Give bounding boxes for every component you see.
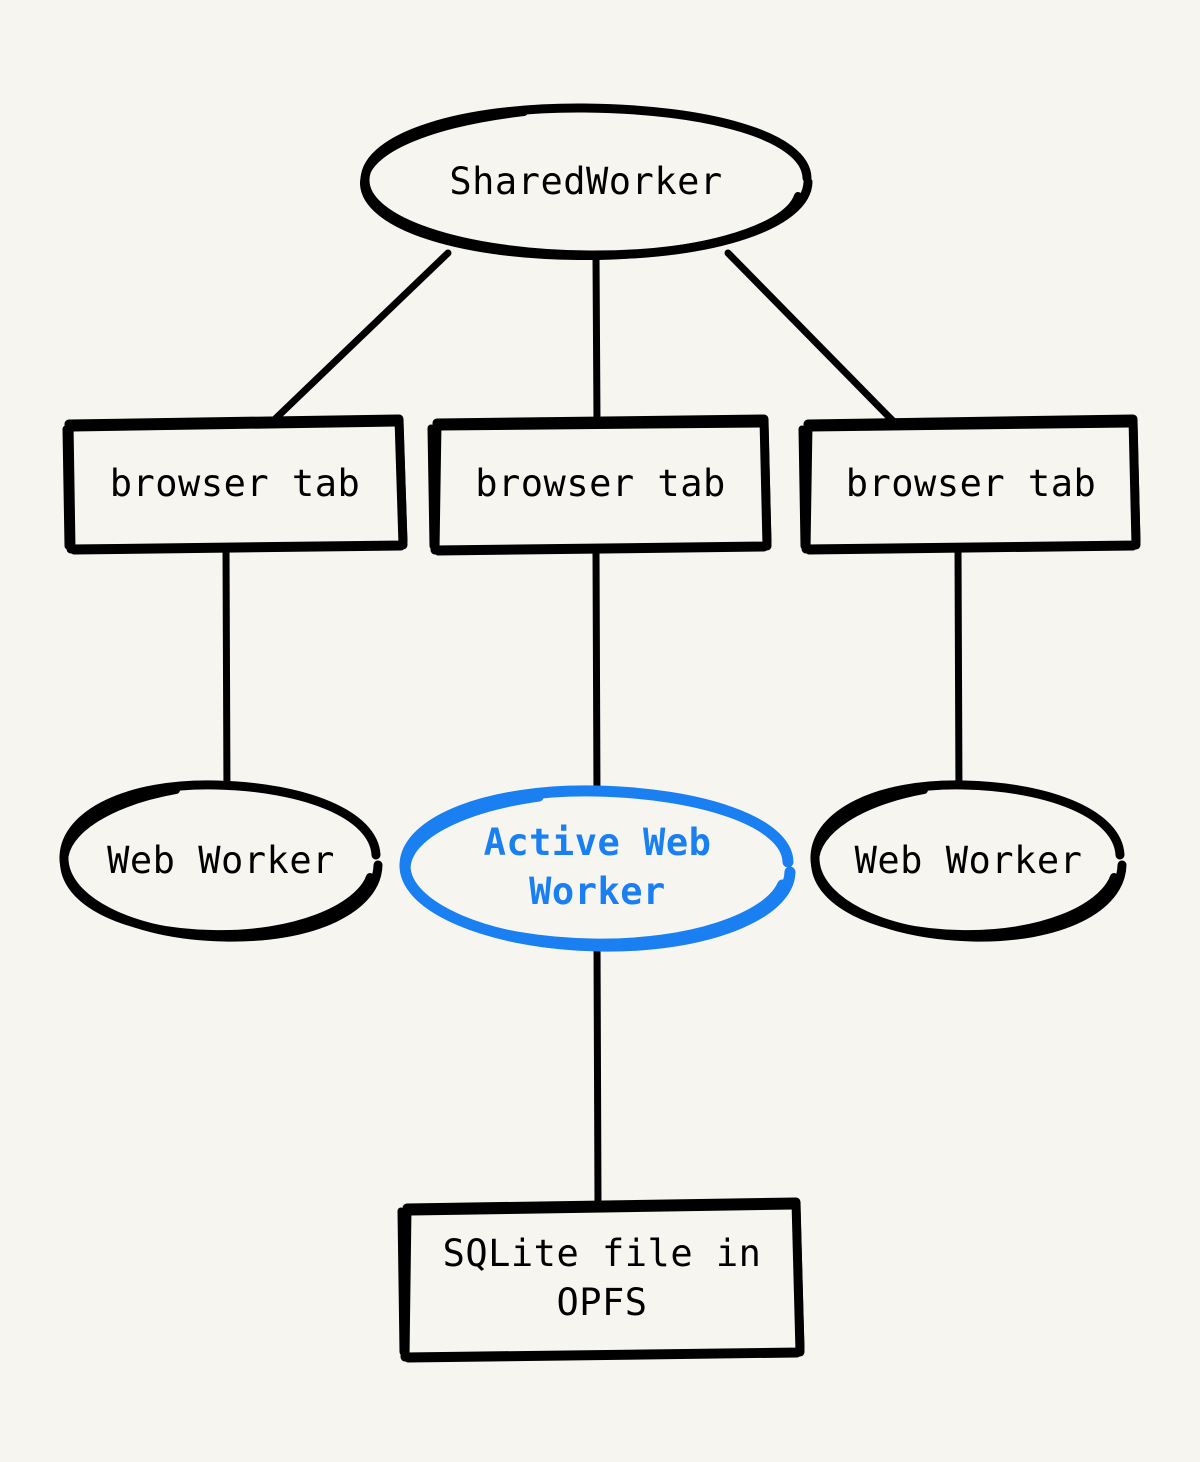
node-shape-browser-tab-left[interactable] <box>62 414 408 555</box>
node-shape-browser-tab-right[interactable] <box>798 414 1141 555</box>
edge-browser-tab-center-to-active-web-worker <box>592 548 601 804</box>
edge-sharedworker-to-browser-tab-center <box>592 253 601 426</box>
edge-group <box>222 249 963 1209</box>
edge-browser-tab-right-to-web-worker-right <box>954 544 963 804</box>
node-shape-browser-tab-center[interactable] <box>427 414 772 556</box>
edge-sharedworker-to-browser-tab-right <box>724 249 897 425</box>
edge-active-web-worker-to-sqlite-file <box>593 939 602 1209</box>
node-shape-shared-worker[interactable] <box>359 103 813 261</box>
edge-sharedworker-to-browser-tab-left <box>269 249 452 425</box>
node-shape-active-web-worker[interactable] <box>399 785 796 952</box>
edge-browser-tab-left-to-web-worker-left <box>222 544 231 804</box>
node-shape-web-worker-left[interactable] <box>59 780 383 942</box>
node-shape-sqlite-file[interactable] <box>397 1197 805 1363</box>
node-shape-web-worker-right[interactable] <box>810 780 1127 942</box>
